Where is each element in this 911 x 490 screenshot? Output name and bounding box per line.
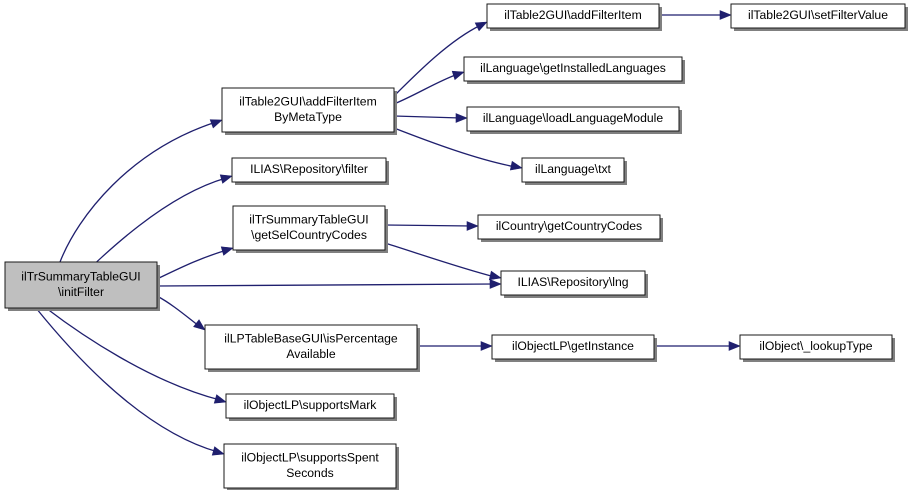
graph-node-addFilterItem[interactable]: ilTable2GUI\addFilterItem	[486, 3, 662, 31]
arrow-head-icon	[451, 70, 465, 81]
graph-node-loadLanguageModule[interactable]: ilLanguage\loadLanguageModule	[466, 106, 682, 134]
node-box[interactable]	[466, 106, 680, 132]
arrow-head-icon	[719, 10, 732, 20]
call-edge-addFilterItemByMetaType-to-addFilterItem	[393, 21, 488, 97]
node-label: ilLanguage\getInstalledLanguages	[480, 61, 666, 75]
node-label: ilLanguage\loadLanguageModule	[483, 111, 663, 125]
graph-node-repositoryFilter[interactable]: ILIAS\Repository\filter	[231, 157, 389, 185]
arrow-head-icon	[489, 279, 502, 289]
edge-line	[393, 115, 462, 119]
call-edge-getInstance-to-lookupType	[654, 341, 741, 351]
edge-line	[393, 24, 482, 97]
graph-node-repositoryLng[interactable]: ILIAS\Repository\lng	[500, 270, 648, 298]
graph-node-getCountryCodes[interactable]: ilCountry\getCountryCodes	[477, 214, 663, 242]
edge-line	[393, 127, 517, 168]
arrow-head-icon	[728, 341, 741, 351]
node-box[interactable]	[221, 87, 395, 133]
graph-node-getInstalledLanguages[interactable]: ilLanguage\getInstalledLanguages	[463, 56, 685, 84]
graph-node-supportsMark[interactable]: ilObjectLP\supportsMark	[225, 393, 397, 421]
call-edge-addFilterItemByMetaType-to-languageTxt	[393, 127, 523, 171]
node-label: ilTable2GUI\addFilterItem	[504, 8, 642, 22]
arrow-head-icon	[474, 21, 488, 32]
arrow-head-icon	[220, 246, 234, 256]
edge-line	[384, 242, 496, 278]
call-edge-addFilterItemByMetaType-to-getInstalledLanguages	[393, 70, 465, 105]
graph-node-languageTxt[interactable]: ilLanguage\txt	[521, 157, 627, 185]
call-edge-isPercentageAvailable-to-getInstance	[417, 341, 493, 351]
graph-node-getInstance[interactable]: ilObjectLP\getInstance	[491, 334, 657, 362]
edge-line	[59, 121, 217, 263]
node-label: ilLanguage\txt	[535, 162, 612, 176]
arrow-head-icon	[480, 341, 493, 351]
arrow-head-icon	[455, 113, 468, 123]
node-box[interactable]	[500, 270, 646, 296]
call-edge-getSelCountryCodes-to-repositoryLng	[384, 242, 502, 281]
call-edge-root-to-isPercentageAvailable	[156, 295, 206, 331]
node-label: ilObject\_lookupType	[759, 339, 872, 353]
edge-line	[35, 307, 219, 453]
graph-node-setFilterValue[interactable]: ilTable2GUI\setFilterValue	[730, 3, 908, 31]
node-box[interactable]	[491, 334, 655, 360]
edge-line	[384, 224, 473, 227]
node-label: ilObjectLP\supportsMark	[244, 398, 378, 412]
node-label: ilTrSummaryTableGUI\getSelCountryCodes	[249, 212, 368, 242]
node-label: ILIAS\Repository\lng	[517, 275, 628, 289]
arrow-head-icon	[209, 119, 223, 129]
edges-layer	[35, 10, 741, 456]
node-box[interactable]	[463, 56, 683, 82]
node-box[interactable]	[477, 214, 661, 240]
node-label: ilCountry\getCountryCodes	[496, 219, 642, 233]
node-label: ilTable2GUI\setFilterValue	[748, 8, 888, 22]
edge-line	[156, 249, 228, 280]
call-edge-root-to-supportsMark	[45, 307, 227, 404]
edge-line	[393, 73, 459, 105]
node-box[interactable]	[204, 324, 418, 370]
call-edge-addFilterItem-to-setFilterValue	[659, 10, 732, 20]
call-edge-root-to-supportsSpentSeconds	[35, 307, 225, 456]
node-box[interactable]	[486, 3, 660, 29]
arrow-head-icon	[219, 174, 233, 184]
call-edge-root-to-getSelCountryCodes	[156, 246, 234, 280]
arrow-head-icon	[211, 446, 225, 456]
node-box[interactable]	[223, 443, 397, 489]
edge-line	[45, 307, 221, 401]
graph-node-lookupType[interactable]: ilObject\_lookupType	[739, 334, 895, 362]
graph-node-getSelCountryCodes[interactable]: ilTrSummaryTableGUI\getSelCountryCodes	[232, 205, 388, 253]
node-label: ilTrSummaryTableGUI\initFilter	[21, 269, 140, 299]
call-edge-addFilterItemByMetaType-to-loadLanguageModule	[393, 113, 468, 123]
arrow-head-icon	[466, 221, 479, 231]
edge-line	[156, 295, 200, 327]
arrow-head-icon	[509, 160, 523, 171]
call-edge-getSelCountryCodes-to-getCountryCodes	[384, 221, 479, 231]
nodes-layer: ilTrSummaryTableGUI\initFilter ilTable2GU…	[4, 3, 908, 490]
node-box[interactable]	[232, 205, 386, 251]
call-edge-root-to-repositoryLng	[156, 279, 502, 289]
call-edge-root-to-addFilterItemByMetaType	[59, 119, 223, 263]
node-box[interactable]	[4, 261, 158, 309]
graph-node-root[interactable]: ilTrSummaryTableGUI\initFilter	[4, 261, 160, 311]
arrow-head-icon	[213, 394, 227, 404]
node-box[interactable]	[739, 334, 893, 360]
arrow-head-icon	[193, 319, 206, 331]
node-box[interactable]	[521, 157, 625, 183]
node-box[interactable]	[231, 157, 387, 183]
edge-line	[156, 283, 496, 287]
node-box[interactable]	[730, 3, 906, 29]
arrow-head-icon	[488, 270, 502, 281]
node-label: ILIAS\Repository\filter	[250, 162, 368, 176]
node-label: ilObjectLP\getInstance	[512, 339, 634, 353]
node-box[interactable]	[225, 393, 395, 419]
